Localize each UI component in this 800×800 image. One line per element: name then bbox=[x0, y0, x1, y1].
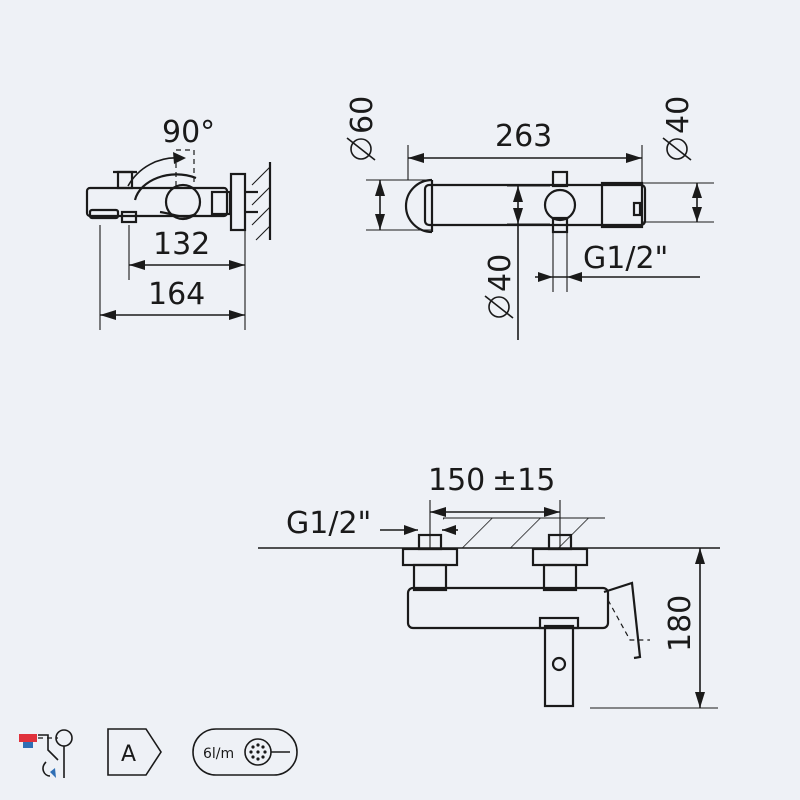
diameter-icon bbox=[346, 137, 376, 161]
wall-hatch bbox=[443, 518, 605, 548]
front-view-body bbox=[401, 533, 650, 708]
shower-head-icon bbox=[244, 738, 290, 766]
wall-mount-install-icon bbox=[19, 729, 73, 778]
cold-water-marker bbox=[23, 742, 33, 748]
top-dia-right-label: 40 bbox=[661, 96, 696, 134]
flow-rate-label: 6l/m bbox=[203, 746, 234, 762]
front-spacing-label: 150 bbox=[428, 463, 485, 498]
top-dia-bottom-label: 40 bbox=[483, 254, 518, 292]
top-length-label: 263 bbox=[495, 119, 552, 154]
front-tolerance-label: ±15 bbox=[492, 463, 555, 498]
energy-class-badge: A bbox=[107, 728, 162, 776]
front-thread-label: G1/2" bbox=[286, 506, 371, 541]
front-view: 150 ±15 G1/2" 180 bbox=[258, 463, 720, 709]
front-height-label: 180 bbox=[663, 595, 698, 652]
flow-rate-badge: 6l/m bbox=[192, 728, 298, 776]
side-view-body bbox=[85, 149, 272, 241]
diameter-icon bbox=[484, 295, 514, 319]
dim-164-label: 164 bbox=[148, 277, 205, 312]
badges: A 6l/m bbox=[19, 728, 298, 778]
side-angle-label: 90° bbox=[162, 115, 215, 150]
top-view-body bbox=[404, 170, 647, 234]
hot-water-marker bbox=[19, 734, 37, 742]
diameter-icon bbox=[662, 137, 692, 161]
top-view: 60 263 40 bbox=[345, 96, 714, 340]
dim-132-label: 132 bbox=[153, 227, 210, 262]
top-thread-label: G1/2" bbox=[583, 241, 668, 276]
side-view: 90° 132 164 bbox=[85, 115, 272, 330]
top-dia-left-label: 60 bbox=[345, 96, 380, 134]
energy-class-label: A bbox=[121, 742, 136, 767]
